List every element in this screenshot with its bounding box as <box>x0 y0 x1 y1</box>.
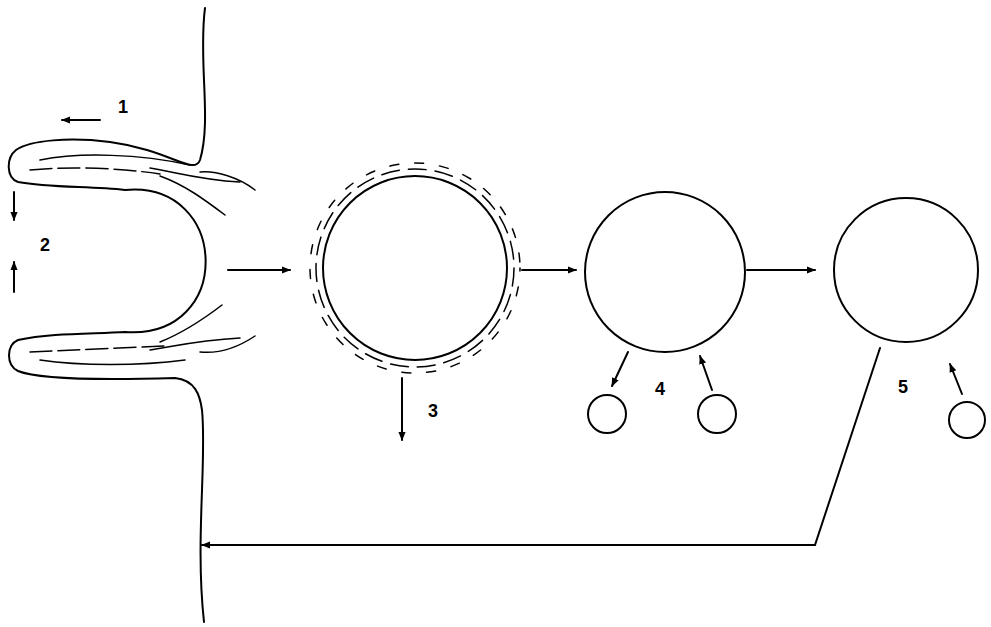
vesicle <box>698 395 736 433</box>
callout-number: 4 <box>655 380 665 398</box>
phagosome <box>585 192 745 352</box>
phagosome <box>834 198 978 342</box>
actin-filament <box>40 155 190 165</box>
actin-filament <box>160 305 222 342</box>
callout-number: 2 <box>40 236 50 254</box>
step-arrow <box>747 269 815 271</box>
recycling-arrow <box>202 348 880 545</box>
step-arrow <box>228 269 290 271</box>
actin-filament <box>160 176 225 215</box>
cell-membrane <box>9 8 206 622</box>
actin-filament <box>30 168 160 174</box>
actin-filament <box>40 360 185 365</box>
closure-arrow <box>13 192 15 220</box>
fusion-arrow <box>700 356 712 390</box>
callout-number: 5 <box>898 378 908 396</box>
actin-coat <box>310 163 520 373</box>
fusion-arrow <box>950 364 962 394</box>
callout-number: 3 <box>428 402 438 420</box>
vesicle <box>588 395 626 433</box>
actin-filament <box>200 172 255 190</box>
actin-filament <box>200 336 255 352</box>
fission-arrow <box>612 352 628 386</box>
shedding-arrow <box>401 378 403 440</box>
closure-arrow <box>13 262 15 292</box>
callout-number: 1 <box>118 98 128 116</box>
extension-arrow <box>62 119 100 121</box>
vesicle <box>949 402 985 438</box>
actin-coat <box>316 169 514 367</box>
step-arrow <box>522 269 576 271</box>
phagosome <box>323 176 507 360</box>
actin-filament <box>30 346 165 352</box>
